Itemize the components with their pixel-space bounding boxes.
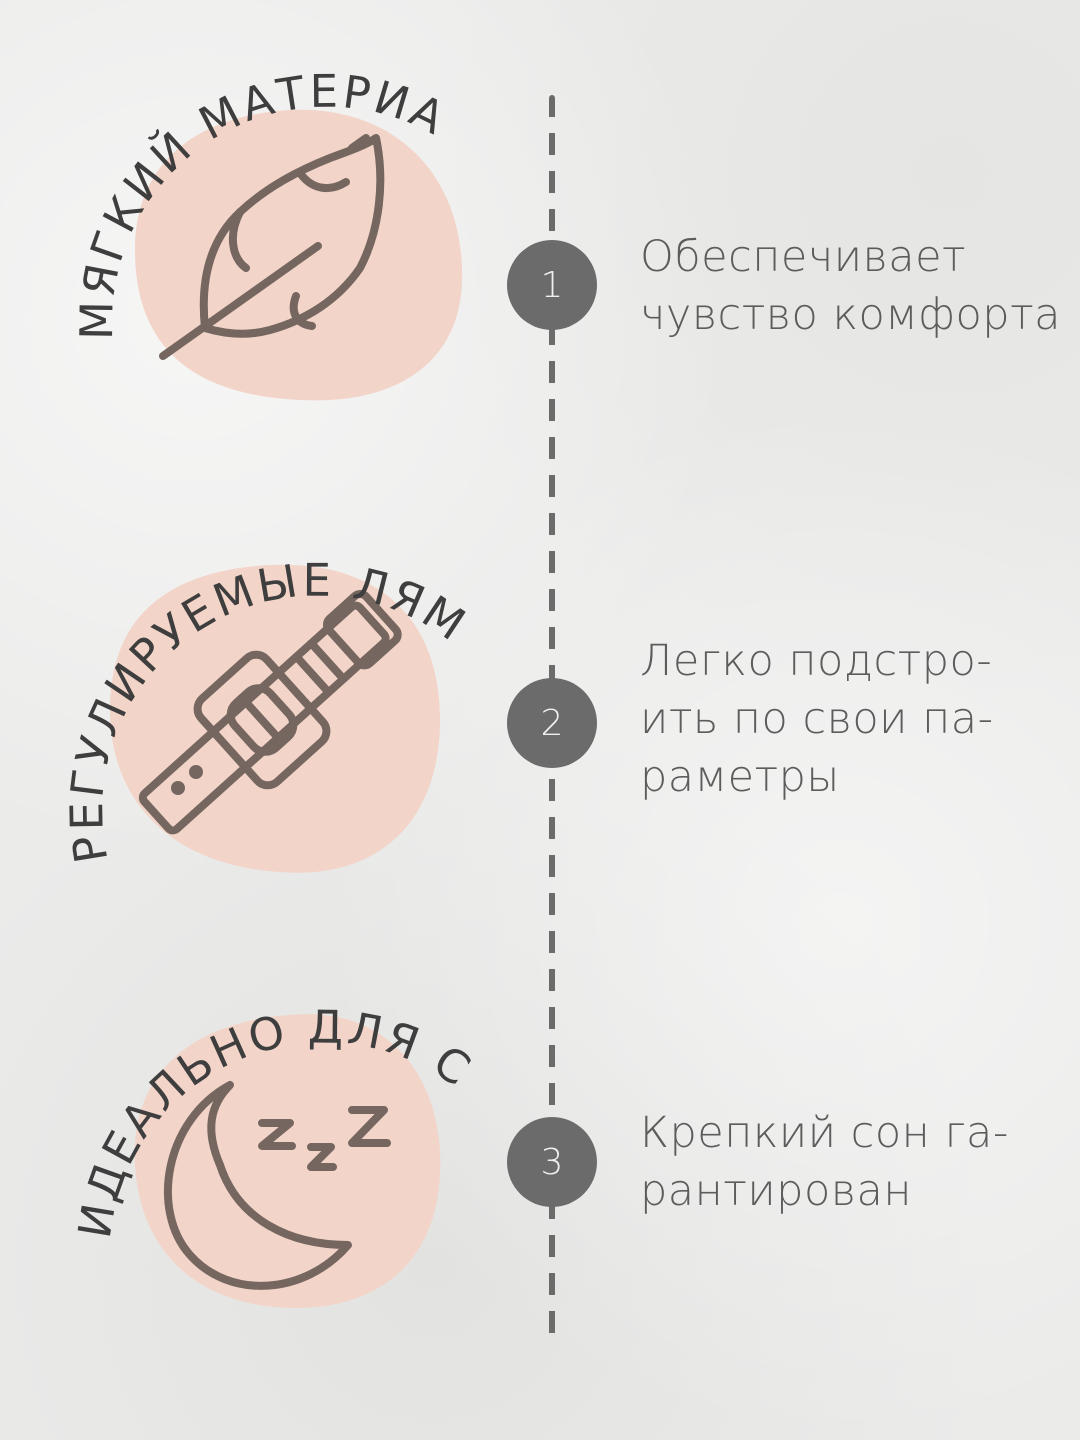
feature-description-2: Легко подстро- ить по свои па- раметры — [640, 636, 994, 802]
feature-description-1: Обеспечивает чувство комфорта — [640, 232, 1062, 340]
feature-description-3: Крепкий сон га- рантирован — [640, 1108, 1009, 1216]
step-number-3: 3 — [507, 1117, 597, 1207]
feather-icon — [159, 134, 385, 360]
feature-blob-3 — [134, 1014, 441, 1309]
feature-blob-2 — [109, 564, 440, 873]
step-number-2: 2 — [507, 678, 597, 768]
moon-sleep-icon — [163, 1081, 391, 1290]
step-number-1: 1 — [507, 240, 597, 330]
strap-buckle-icon — [138, 589, 402, 835]
